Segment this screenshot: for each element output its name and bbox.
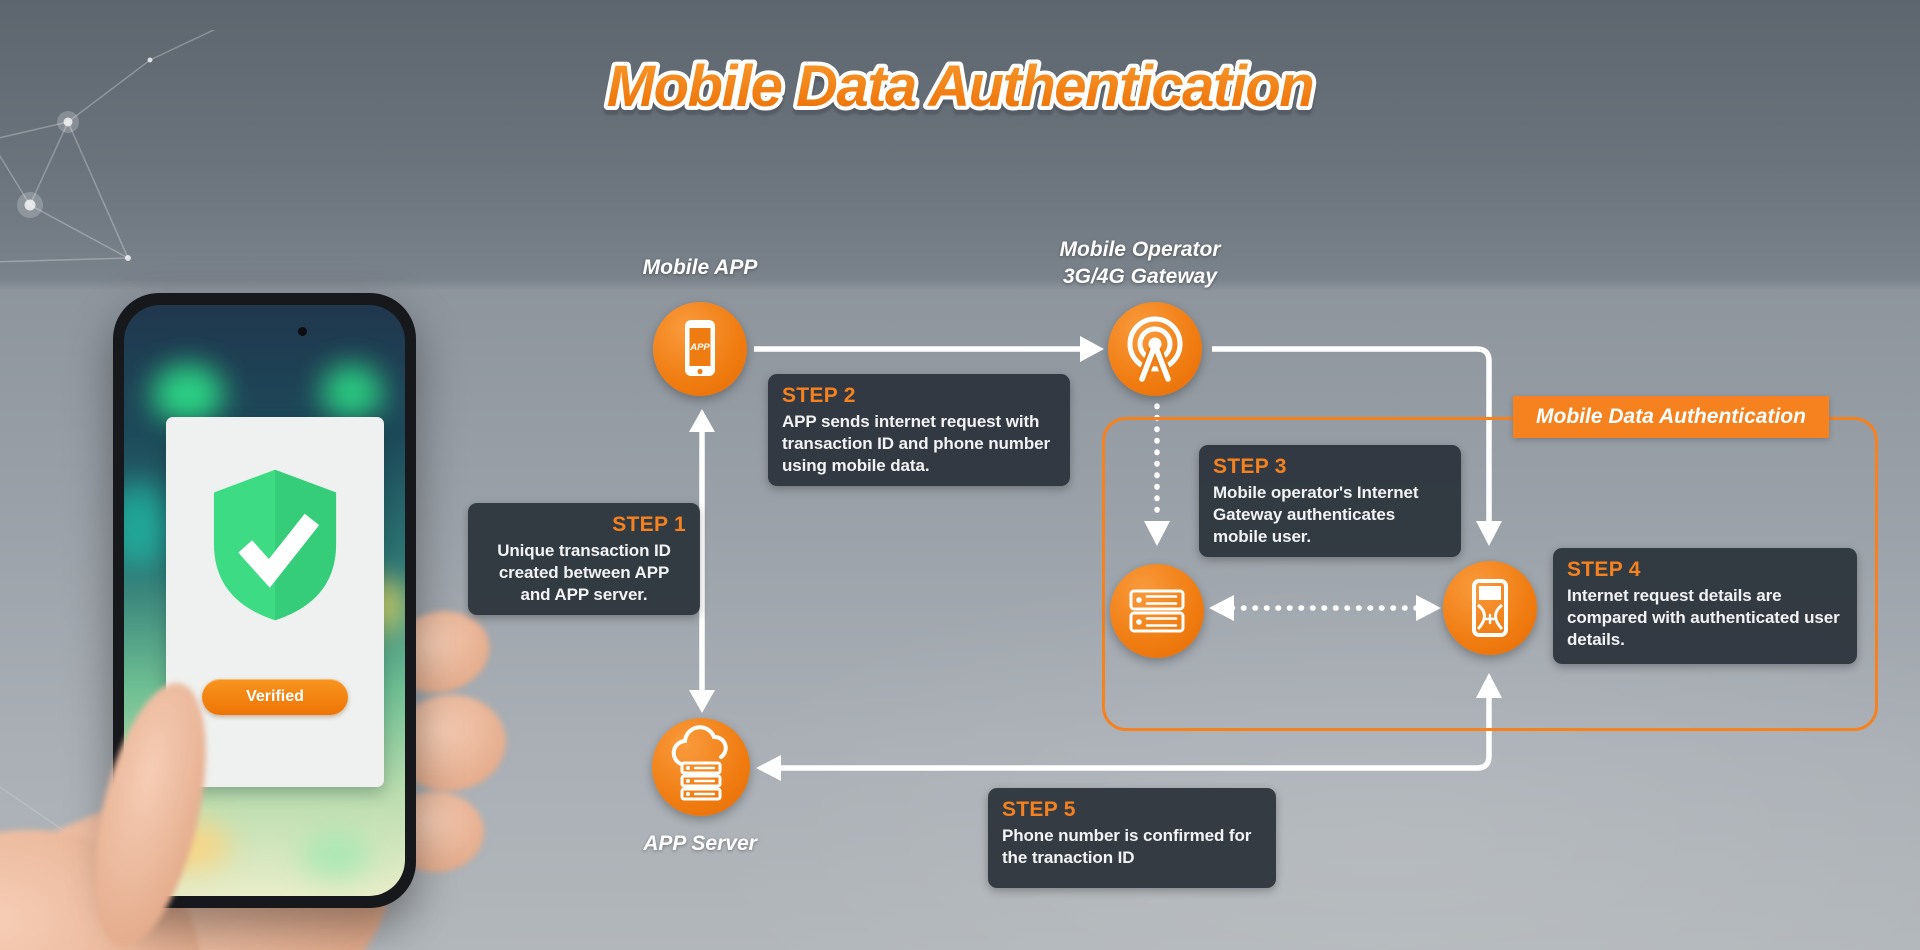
step-3-title: STEP 3 <box>1213 455 1287 478</box>
gateway-label: Mobile Operator 3G/4G Gateway <box>1059 238 1221 289</box>
step-5-box: STEP 5 Phone number is confirmed for the… <box>988 788 1276 888</box>
step-1-title: STEP 1 <box>612 513 686 536</box>
smartphone-app-icon: APP <box>685 320 715 376</box>
verified-button: Verified <box>202 679 348 715</box>
connector-authdevice-to-appserver-elbow <box>756 673 1502 781</box>
verification-card: Verified <box>166 417 384 787</box>
app-server-node <box>652 718 750 816</box>
cloud-server-icon <box>671 725 728 801</box>
fingertip-2 <box>394 694 506 792</box>
step-2-box: STEP 2 APP sends internet request with t… <box>768 374 1070 487</box>
connector-gateway-to-authdevice-elbow <box>1212 346 1502 546</box>
authentication-zone-ribbon: Mobile Data Authentication <box>1513 396 1829 438</box>
screen-glow-blob <box>301 832 372 879</box>
screen-glow-blob <box>152 364 225 425</box>
step-3-body: Mobile operator's Internet Gateway authe… <box>1213 483 1419 546</box>
shield-check-icon <box>213 469 337 621</box>
title-banner: Mobile Data Authentication <box>603 50 1319 123</box>
mobile-app-label: Mobile APP <box>642 256 758 279</box>
connector-gateway-to-authserver-dotted <box>1144 403 1170 546</box>
connector-app-appserver-bidirectional <box>689 409 715 713</box>
screen-glow-blob <box>320 364 383 421</box>
auth-server-node <box>1110 564 1204 658</box>
network-decoration-top-left <box>0 30 216 263</box>
page-title: Mobile Data Authentication <box>607 54 1313 119</box>
step-5-body: Phone number is confirmed for the tranac… <box>1002 826 1252 867</box>
auth-terminal-icon <box>1472 579 1508 637</box>
step-4-box: STEP 4 Internet request details are comp… <box>1553 548 1857 664</box>
app-server-label: APP Server <box>643 832 757 855</box>
step-1-box: STEP 1 Unique transaction ID created bet… <box>468 503 700 616</box>
svg-text:APP: APP <box>689 342 710 353</box>
step-5-title: STEP 5 <box>1002 798 1076 821</box>
step-1-body: Unique transaction ID created between AP… <box>497 541 671 604</box>
auth-device-node <box>1443 561 1537 655</box>
broadcast-antenna-icon <box>1127 316 1183 385</box>
thumb <box>94 683 206 947</box>
mobile-app-node: APP <box>653 302 747 396</box>
phone-camera-dot <box>298 327 308 336</box>
step-3-box: STEP 3 Mobile operator's Internet Gatewa… <box>1199 445 1461 558</box>
step-2-title: STEP 2 <box>782 384 856 407</box>
step-4-title: STEP 4 <box>1567 558 1641 581</box>
authentication-zone-border <box>1102 417 1878 731</box>
connector-authserver-authdevice-dotted <box>1209 595 1441 621</box>
gateway-node <box>1108 302 1202 396</box>
step-2-body: APP sends internet request with transact… <box>782 412 1050 475</box>
connector-app-to-gateway <box>754 336 1104 362</box>
step-4-body: Internet request details are compared wi… <box>1567 586 1840 649</box>
server-rack-icon <box>1129 589 1185 633</box>
